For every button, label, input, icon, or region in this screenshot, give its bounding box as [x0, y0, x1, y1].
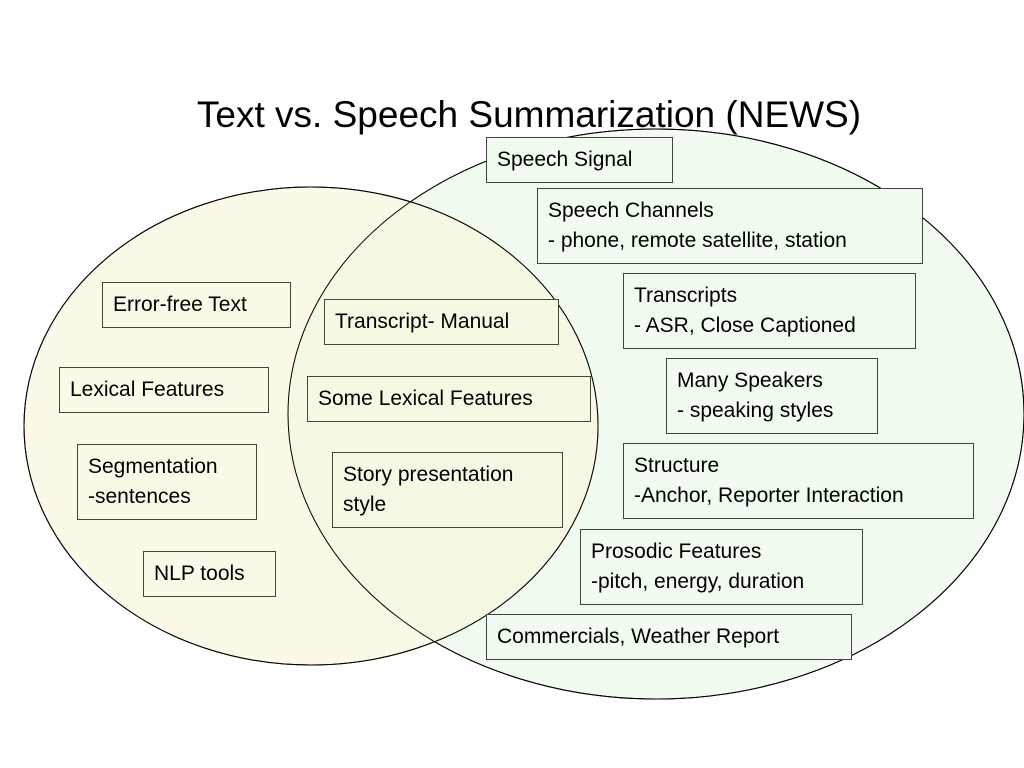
box-structure: Structure -Anchor, Reporter Interaction [623, 443, 974, 519]
box-transcripts: Transcripts - ASR, Close Captioned [623, 273, 916, 349]
box-line: - ASR, Close Captioned [634, 314, 856, 337]
box-line: -Anchor, Reporter Interaction [634, 484, 904, 507]
box-line: Speech Signal [497, 148, 633, 171]
box-line: NLP tools [154, 562, 245, 585]
box-lexical-features: Lexical Features [59, 367, 269, 413]
speech-circle-outline [287, 128, 1024, 700]
box-line: Lexical Features [70, 378, 225, 401]
text-circle-outline [23, 186, 599, 666]
box-nlp-tools: NLP tools [143, 551, 276, 597]
box-line: Speech Channels [548, 199, 714, 222]
box-segmentation: Segmentation -sentences [77, 444, 257, 520]
box-commercials-weather: Commercials, Weather Report [486, 614, 852, 660]
slide-title: Text vs. Speech Summarization (NEWS) [196, 94, 862, 135]
box-line: Many Speakers [677, 369, 823, 392]
box-line: -pitch, energy, duration [591, 570, 805, 593]
box-speech-signal: Speech Signal [486, 137, 673, 183]
box-some-lexical-features: Some Lexical Features [307, 376, 591, 422]
box-line: Transcript- Manual [335, 310, 510, 333]
box-line: Some Lexical Features [318, 387, 533, 410]
box-line: -sentences [88, 485, 191, 508]
box-line: Transcripts [634, 284, 738, 307]
box-line: Structure [634, 454, 720, 477]
box-story-presentation: Story presentation style [332, 452, 563, 528]
box-line: - phone, remote satellite, station [548, 229, 847, 252]
box-line: Error-free Text [113, 293, 247, 316]
box-error-free-text: Error-free Text [102, 282, 291, 328]
box-line: Story presentation [343, 463, 514, 486]
box-transcript-manual: Transcript- Manual [324, 299, 559, 345]
box-line: style [343, 493, 387, 516]
box-prosodic-features: Prosodic Features -pitch, energy, durati… [580, 529, 863, 605]
overlap-region [288, 187, 598, 665]
box-line: Prosodic Features [591, 540, 762, 563]
box-speech-channels: Speech Channels - phone, remote satellit… [537, 188, 923, 264]
box-line: Segmentation [88, 455, 218, 478]
box-line: Commercials, Weather Report [497, 625, 780, 648]
box-line: - speaking styles [677, 399, 834, 422]
box-many-speakers: Many Speakers - speaking styles [666, 358, 878, 434]
